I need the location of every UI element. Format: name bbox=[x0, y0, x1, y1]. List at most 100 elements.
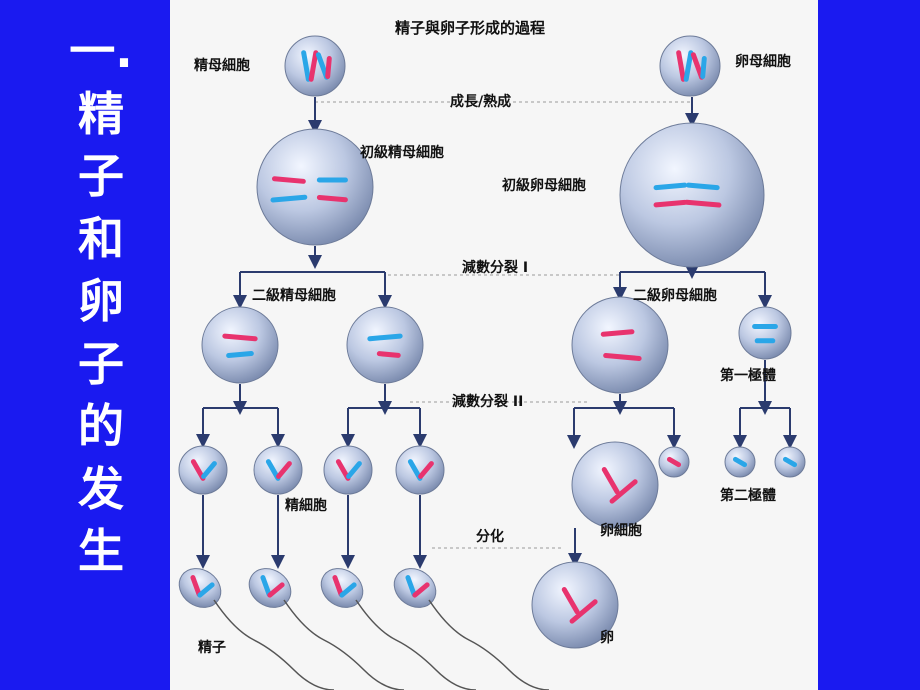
chromosome bbox=[270, 194, 308, 203]
side-title-char: 一. bbox=[69, 24, 133, 78]
label-meiosis-1: 減數分裂 I bbox=[462, 259, 528, 276]
side-title: 一.精子和卵子的发生 bbox=[56, 20, 146, 583]
chromosome bbox=[190, 575, 202, 597]
side-title-char: 精 bbox=[78, 86, 124, 141]
cell-second-polar-body bbox=[774, 446, 806, 478]
sperm-tail bbox=[428, 599, 550, 690]
sperm-tails bbox=[213, 599, 550, 690]
sperm-tail bbox=[355, 599, 477, 690]
chromosome bbox=[308, 50, 319, 82]
cells bbox=[178, 35, 806, 649]
cell-primary-oocyte bbox=[619, 122, 765, 268]
side-title-char: 和 bbox=[78, 211, 124, 266]
chromosome bbox=[316, 194, 348, 203]
chromosome bbox=[325, 56, 332, 79]
chromosome bbox=[346, 461, 362, 479]
side-title-char: 子 bbox=[78, 149, 124, 203]
chromosome bbox=[653, 182, 688, 191]
cell-second-polar-body bbox=[724, 446, 756, 478]
cell-body bbox=[201, 306, 279, 384]
chromosome bbox=[690, 52, 705, 80]
chromosome bbox=[700, 56, 707, 79]
formation-diagram: 精子與卵子形成的過程 精母細胞 卵母細胞 成長/熟成 初級精母細胞 初級卵母細胞… bbox=[178, 19, 806, 690]
cell-primary-spermatocyte bbox=[256, 128, 374, 246]
right-frame bbox=[818, 0, 920, 690]
label-primary-spermatocyte: 初級精母細胞 bbox=[360, 144, 444, 161]
cell-spermatid bbox=[323, 445, 373, 495]
cell-spermatid bbox=[253, 445, 303, 495]
chromosome bbox=[732, 456, 748, 468]
sperm-head bbox=[248, 568, 292, 608]
cell-body bbox=[256, 128, 374, 246]
cell-body bbox=[323, 445, 373, 495]
label-first-polar-body: 第一極體 bbox=[720, 367, 776, 384]
label-sperm-mother: 精母細胞 bbox=[194, 57, 250, 74]
chromosome bbox=[412, 582, 430, 598]
sperm bbox=[178, 568, 222, 608]
label-primary-oocyte: 初級卵母細胞 bbox=[502, 177, 586, 194]
chromosome bbox=[653, 199, 688, 208]
sperm bbox=[393, 568, 437, 608]
cell-body bbox=[346, 306, 424, 384]
chromosome bbox=[684, 199, 722, 208]
chromosome bbox=[276, 461, 292, 479]
chromosome bbox=[260, 575, 272, 597]
chromosome bbox=[418, 461, 434, 479]
label-secondary-oocyte: 二級卵母細胞 bbox=[633, 287, 717, 304]
label-second-polar-body: 第二極體 bbox=[720, 487, 776, 504]
sperm-tail bbox=[283, 599, 405, 690]
chromosome bbox=[569, 599, 598, 624]
chromosome bbox=[405, 575, 417, 597]
chromosome bbox=[685, 182, 720, 191]
cell-body bbox=[253, 445, 303, 495]
chromosome bbox=[339, 582, 357, 598]
sperm-tail bbox=[213, 599, 335, 690]
chromosome bbox=[367, 333, 403, 342]
flow-arrows bbox=[196, 97, 797, 569]
side-title-char: 的 bbox=[78, 399, 124, 453]
chromosome bbox=[315, 52, 330, 80]
chromosome bbox=[226, 351, 254, 358]
chromosome bbox=[376, 351, 401, 358]
chromosome bbox=[197, 582, 215, 598]
label-ootid: 卵細胞 bbox=[600, 522, 642, 539]
label-meiosis-2: 減數分裂 II bbox=[452, 393, 523, 410]
cell-body bbox=[395, 445, 445, 495]
label-egg: 卵 bbox=[600, 629, 614, 646]
chromosome bbox=[267, 582, 285, 598]
chromosome bbox=[666, 456, 682, 468]
sperm-head bbox=[393, 568, 437, 608]
chromosome bbox=[561, 587, 580, 615]
sperm-head bbox=[178, 568, 222, 608]
chromosome bbox=[600, 329, 635, 337]
sperm-head bbox=[320, 568, 364, 608]
chromosome bbox=[609, 479, 638, 504]
label-spermatid: 精細胞 bbox=[285, 497, 327, 514]
label-egg-mother: 卵母細胞 bbox=[735, 53, 791, 70]
cell-secondary-oocyte bbox=[571, 296, 669, 394]
cell-second-polar-body bbox=[658, 446, 690, 478]
cell-egg-mother bbox=[659, 35, 721, 97]
label-secondary-spermatocyte: 二級精母細胞 bbox=[252, 287, 336, 304]
label-growth: 成長/熟成 bbox=[450, 93, 511, 110]
chromosome bbox=[201, 461, 217, 479]
side-title-char: 生 bbox=[78, 524, 124, 578]
dashed-connectors bbox=[315, 101, 692, 549]
chromosome bbox=[271, 176, 306, 184]
chromosome bbox=[332, 575, 344, 597]
chromosome bbox=[601, 467, 620, 495]
chromosome bbox=[301, 50, 311, 82]
cell-spermatid bbox=[178, 445, 228, 495]
label-sperm: 精子 bbox=[198, 639, 226, 656]
diagram-title: 精子與卵子形成的過程 bbox=[395, 19, 545, 37]
cell-sperm-mother bbox=[284, 35, 346, 97]
cell-secondary-spermatocyte-a bbox=[201, 306, 279, 384]
cell-egg bbox=[531, 561, 619, 649]
chromosome bbox=[676, 50, 686, 82]
diagram-panel: 精子與卵子形成的過程 精母細胞 卵母細胞 成長/熟成 初級精母細胞 初級卵母細胞… bbox=[170, 0, 818, 690]
cell-body bbox=[178, 445, 228, 495]
chromosome bbox=[603, 353, 642, 361]
cell-body bbox=[738, 306, 792, 360]
cell-first-polar-body bbox=[738, 306, 792, 360]
cell-body bbox=[571, 296, 669, 394]
